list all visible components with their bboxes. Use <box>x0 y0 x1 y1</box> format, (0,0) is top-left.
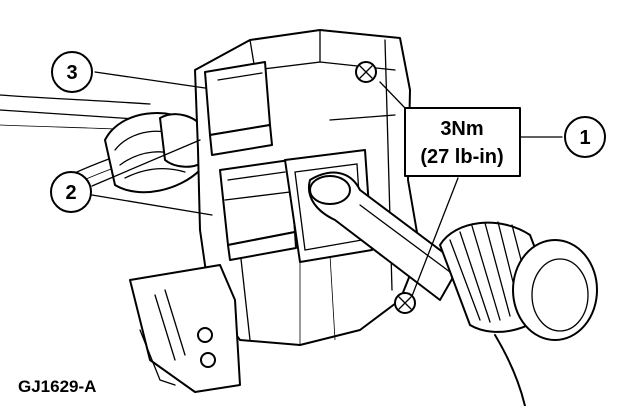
wiring-harness <box>104 112 206 194</box>
lower-mounting-bracket <box>129 264 241 393</box>
knob-end-cap <box>512 239 598 341</box>
callout-2: 2 <box>50 171 92 213</box>
upper-connector <box>204 61 273 156</box>
lower-connector <box>219 159 297 261</box>
screw-lower <box>394 292 416 314</box>
figure-id: GJ1629-A <box>18 377 96 396</box>
screw-upper <box>355 61 377 83</box>
callout-1: 1 <box>564 116 606 158</box>
torque-spec-box: 3Nm (27 lb-in) <box>404 107 521 177</box>
callout-3-label: 3 <box>66 62 77 84</box>
bracket-hole-upper <box>197 327 213 343</box>
torque-value-metric: 3Nm <box>440 118 483 140</box>
bracket-hole-lower <box>200 352 216 368</box>
steering-wheel-rim <box>494 334 526 407</box>
leader-lines <box>91 71 563 297</box>
callout-2-label: 2 <box>65 182 76 204</box>
callout-3: 3 <box>51 51 93 93</box>
lever-knob <box>439 221 598 341</box>
torque-value-imperial: (27 lb-in) <box>420 146 503 168</box>
callout-1-label: 1 <box>579 127 590 149</box>
